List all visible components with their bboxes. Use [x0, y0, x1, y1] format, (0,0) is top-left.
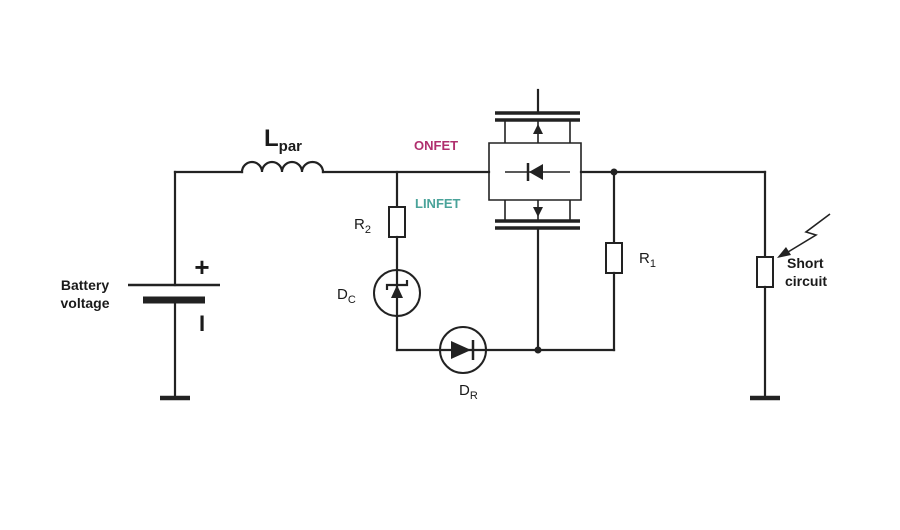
r2-label: R2: [354, 216, 371, 236]
resistor-r2: [388, 206, 406, 238]
short-label-line2: circuit: [785, 273, 827, 289]
diode-dr: [438, 326, 488, 374]
short-label-line1: Short: [787, 255, 824, 271]
inductor-label: Lpar: [264, 125, 302, 155]
battery-plus: +: [194, 252, 209, 282]
zener-diode-dc: [373, 268, 421, 318]
dr-label: DR: [459, 382, 478, 402]
lightning-icon: [777, 213, 831, 258]
onfet-label: ONFET: [414, 138, 458, 153]
linfet-label: LINFET: [415, 196, 461, 211]
inductor-coil: [240, 160, 325, 174]
resistor-r1: [605, 242, 623, 274]
battery-minus: I: [199, 311, 205, 336]
battery-label-line1: Battery: [61, 277, 109, 293]
battery-symbol: [128, 283, 220, 304]
short-circuit-load: [756, 256, 774, 288]
r1-label: R1: [639, 250, 656, 270]
mosfet-pair: [488, 88, 582, 352]
dc-label: DC: [337, 286, 356, 306]
battery-label-line2: voltage: [60, 295, 109, 311]
